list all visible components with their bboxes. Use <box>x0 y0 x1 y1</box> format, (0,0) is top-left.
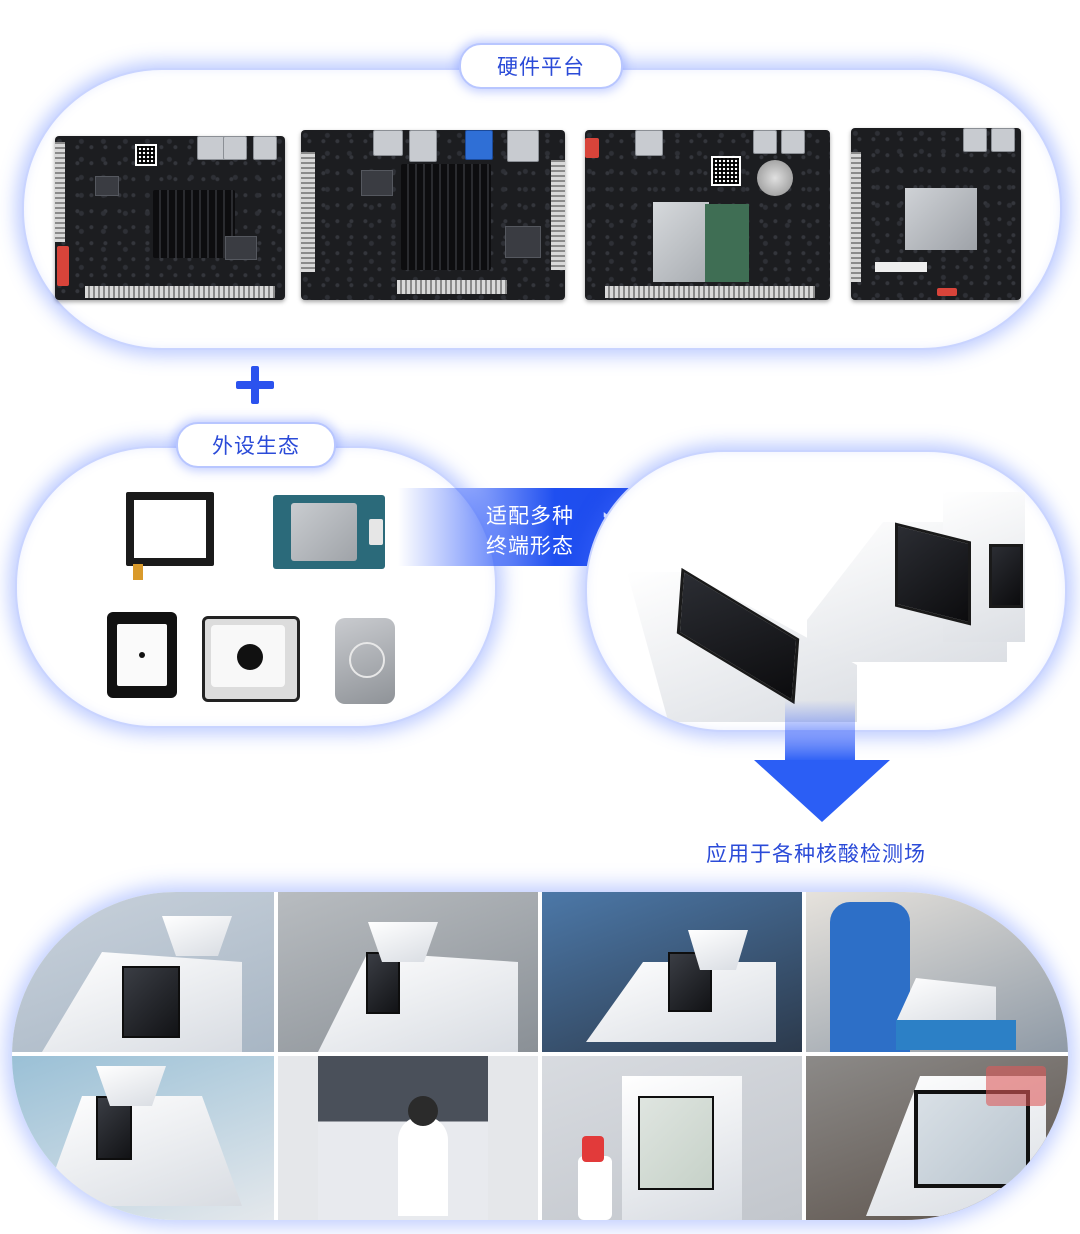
scene-photo-1 <box>12 892 274 1052</box>
scene-photo-6 <box>278 1056 538 1220</box>
touch-panel <box>126 492 214 566</box>
lte-module <box>705 204 749 282</box>
scene-photo-8 <box>806 1056 1068 1220</box>
soc-module <box>905 188 977 250</box>
pin-header <box>301 152 315 272</box>
usb-port <box>223 136 247 160</box>
red-connector <box>585 138 599 158</box>
terminal-side-screen <box>989 544 1023 608</box>
chip <box>361 170 393 196</box>
ethernet-port <box>373 130 403 156</box>
pin-header <box>55 142 65 242</box>
usb-port <box>635 130 663 156</box>
scene-photo-5 <box>12 1056 274 1220</box>
red-connector <box>57 246 69 286</box>
usb3-port <box>465 130 493 160</box>
qr-scanner-camera <box>202 616 300 702</box>
usb-port <box>253 136 277 160</box>
touch-panel-fpc <box>133 564 143 580</box>
chip <box>225 236 257 260</box>
usb-port <box>753 130 777 154</box>
pin-header <box>605 286 815 298</box>
application-photos-panel <box>12 892 1068 1220</box>
usb-port <box>197 136 227 160</box>
adapt-text-line1: 适配多种 <box>486 504 574 528</box>
down-arrow-icon <box>754 760 890 822</box>
down-arrow-stem <box>785 700 855 762</box>
application-label: 应用于各种核酸检测场 <box>706 842 926 866</box>
usb-port <box>781 130 805 154</box>
ethernet-port <box>507 130 539 162</box>
chip <box>95 176 119 196</box>
scene-photo-7 <box>542 1056 802 1220</box>
terminal-devices-panel <box>585 450 1067 732</box>
circuit-board-3 <box>585 130 830 300</box>
qr-label <box>135 144 157 166</box>
coin-battery <box>757 160 793 196</box>
scene-photo-2 <box>278 892 538 1052</box>
pin-header <box>397 280 507 294</box>
pin-header <box>85 286 275 298</box>
chip <box>505 226 541 258</box>
module-shield <box>291 503 357 561</box>
usb-port <box>991 128 1015 152</box>
adapt-text-line2: 终端形态 <box>486 534 574 558</box>
pin-header <box>851 152 861 282</box>
board-label <box>875 262 927 272</box>
heatsink <box>401 164 491 270</box>
hardware-platform-label: 硬件平台 <box>459 43 623 89</box>
communication-module <box>273 495 385 569</box>
plus-icon <box>236 366 274 404</box>
usb-port <box>963 128 987 152</box>
scene-photo-4 <box>806 892 1068 1052</box>
circuit-board-2 <box>301 130 565 300</box>
qr-label <box>711 156 741 186</box>
peripheral-ecosystem-label: 外设生态 <box>176 422 336 468</box>
scene-photo-3 <box>542 892 802 1052</box>
red-connector <box>937 288 957 296</box>
circuit-board-1 <box>55 136 285 300</box>
usb-port <box>409 130 437 162</box>
circuit-board-4 <box>851 128 1021 300</box>
qr-scanner-black <box>107 612 177 698</box>
pin-header <box>551 160 565 270</box>
wifi-module <box>653 202 709 282</box>
heatsink <box>153 190 235 258</box>
nfc-reader <box>335 618 395 704</box>
